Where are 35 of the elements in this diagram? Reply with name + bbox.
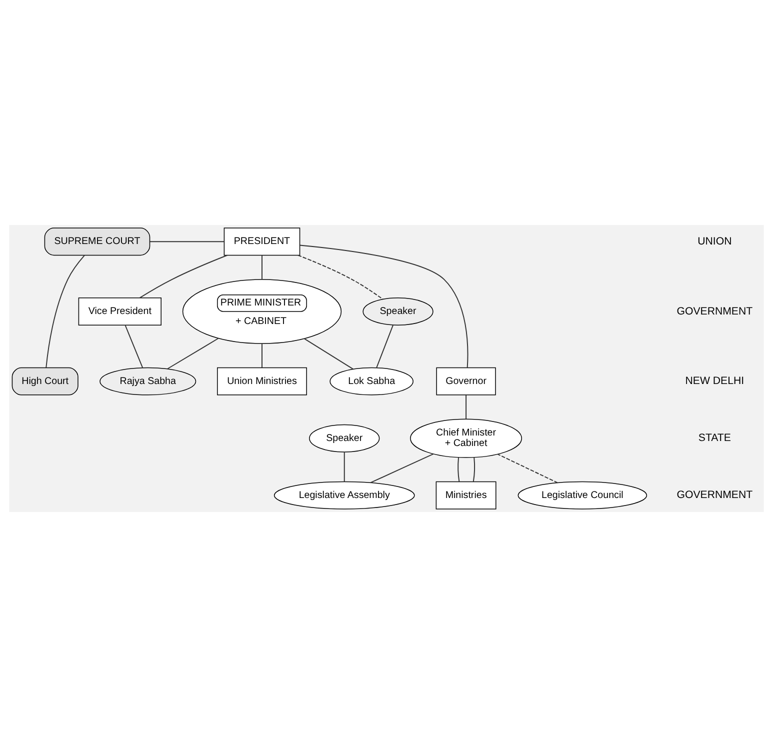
node-ellipse: Lok Sabha [330, 366, 414, 395]
connector [124, 324, 144, 368]
label: GOVERNMENT [676, 488, 753, 501]
connector [150, 240, 225, 242]
connector [344, 451, 345, 482]
node-box: PRESIDENT [224, 227, 300, 256]
connector [497, 453, 558, 483]
label: STATE [698, 432, 731, 444]
connector [304, 338, 354, 370]
label: NEW DELHI [685, 374, 744, 387]
node-ellipse: Chief Minister + Cabinet [410, 418, 522, 458]
label: GOVERNMENT [676, 304, 753, 317]
node-box: Governor [436, 366, 496, 395]
connector [298, 254, 384, 300]
connector [466, 394, 467, 420]
node-box: Ministries [436, 480, 496, 509]
connector [299, 244, 468, 368]
connector [166, 337, 220, 369]
node-ellipse: Rajya Sabha [100, 366, 196, 395]
node-box: High Court [12, 366, 78, 395]
node-ellipse: Legislative Council [518, 480, 648, 509]
connector [46, 254, 85, 368]
connector [370, 453, 434, 483]
node-box: Vice President [78, 297, 162, 325]
node-ellipse: PRIME MINISTER + CABINET [182, 278, 342, 344]
connector [376, 324, 394, 368]
label: UNION [698, 234, 732, 247]
node-ellipse: Speaker [362, 297, 434, 325]
node-box: Union Ministries [217, 366, 307, 395]
node-ellipse: Speaker [309, 424, 380, 452]
node-box: SUPREME COURT [44, 227, 150, 256]
connector [139, 254, 228, 298]
node-ellipse: Legislative Assembly [274, 480, 415, 509]
connector [458, 456, 460, 482]
connector [472, 456, 476, 482]
